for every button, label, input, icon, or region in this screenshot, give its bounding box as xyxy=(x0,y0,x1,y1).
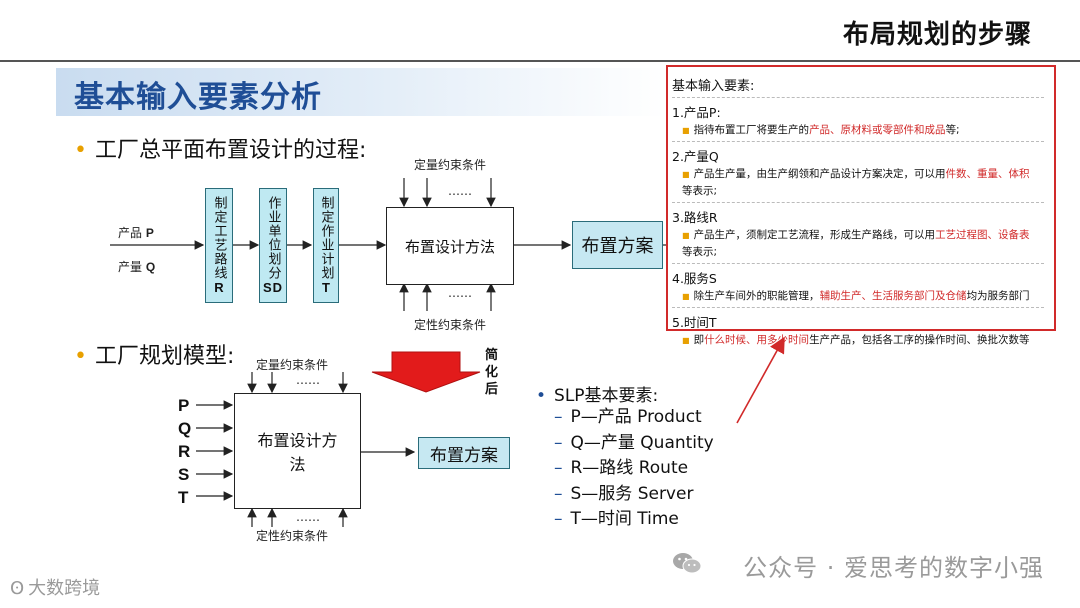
panel-line: ■产品生产，须制定工艺流程，形成生产路线，可以用工艺过程图、设备表 xyxy=(682,229,1030,241)
bullet-process-text: 工厂总平面布置设计的过程: xyxy=(94,138,367,163)
bullet-process: • 工厂总平面布置设计的过程: xyxy=(74,132,366,164)
watermark-account: 公众号 · 爱思考的数字小强 xyxy=(743,554,1044,582)
model-bottom-constraint: 定性约束条件 xyxy=(256,529,329,543)
slp-item: –Q—产量 Quantity xyxy=(554,432,714,453)
bullet-model-text: 工厂规划模型: xyxy=(94,344,235,369)
panel-section-head: 3.路线R xyxy=(672,210,718,225)
slp-title: •SLP基本要素: xyxy=(536,386,659,406)
input-q: Q xyxy=(178,419,192,438)
slp-item: –P—产品 Product xyxy=(554,407,702,427)
panel-title: 基本输入要素: xyxy=(672,79,755,94)
slp-item: –T—时间 Time xyxy=(554,509,679,529)
input-t: T xyxy=(178,488,189,507)
input-quantity: 产量 Q xyxy=(118,260,156,274)
bullet-model: • 工厂规划模型: xyxy=(74,338,234,370)
top-constraint-label: 定量约束条件 xyxy=(414,158,487,172)
wechat-icon xyxy=(673,553,702,574)
simplify-arrow-icon xyxy=(371,351,481,393)
top-ellipsis: …… xyxy=(448,184,472,198)
bottom-constraint-label: 定性约束条件 xyxy=(414,318,487,332)
input-p: P xyxy=(178,396,190,415)
model-method-box: 布置设计方法 xyxy=(234,393,361,509)
bullet-dot-icon: • xyxy=(536,386,547,406)
section-banner xyxy=(56,68,666,116)
panel-line: 等表示; xyxy=(682,185,718,197)
panel-line: ■即什么时候、用多少时间生产产品，包括各工序的操作时间、换批次数等 xyxy=(682,334,1030,346)
panel-section-head: 5.时间T xyxy=(672,315,717,330)
method-box: 布置设计方法 xyxy=(386,207,514,285)
input-s: S xyxy=(178,465,190,484)
panel-line: ■产品生产量，由生产纲领和产品设计方案决定，可以用件数、重量、体积 xyxy=(682,168,1030,180)
panel-section-head: 4.服务S xyxy=(672,271,717,286)
slp-item: –R—路线 Route xyxy=(554,458,689,478)
page-title: 布局规划的步骤 xyxy=(842,20,1032,50)
input-r: R xyxy=(178,442,191,461)
input-elements-panel: 基本输入要素: 1.产品P: ■指待布置工厂将要生产的产品、原材料或零部件和成品… xyxy=(666,65,1056,346)
title-divider xyxy=(0,60,1080,62)
model-top-ellipsis: …… xyxy=(296,373,320,387)
model-result-box: 布置方案 xyxy=(418,437,510,469)
panel-line: ■除生产车间外的职能管理，辅助生产、生活服务部门及仓储均为服务部门 xyxy=(682,290,1030,302)
model-top-constraint: 定量约束条件 xyxy=(256,358,329,372)
panel-line: ■指待布置工厂将要生产的产品、原材料或零部件和成品等; xyxy=(682,124,960,136)
result-box: 布置方案 xyxy=(572,221,663,269)
simplified-label: 简化后 xyxy=(485,348,499,397)
slp-list: –P—产品 Product –Q—产量 Quantity –R—路线 Route… xyxy=(554,405,714,533)
bottom-ellipsis: …… xyxy=(448,286,472,300)
bullet-dot-icon: • xyxy=(74,138,87,163)
model-inputs: P Q R S T xyxy=(178,394,191,509)
bullet-dot-icon: • xyxy=(74,344,87,369)
brand-logo-icon: ʘ xyxy=(10,578,25,599)
section-title: 基本输入要素分析 xyxy=(74,80,322,115)
panel-section-head: 1.产品P: xyxy=(672,105,721,120)
model-bottom-ellipsis: …… xyxy=(296,510,320,524)
pointer-arrow-icon xyxy=(736,336,785,424)
panel-section-head: 2.产量Q xyxy=(672,149,719,164)
input-product: 产品 P xyxy=(118,226,154,240)
panel-line: 等表示; xyxy=(682,246,718,258)
slp-item: –S—服务 Server xyxy=(554,483,694,504)
